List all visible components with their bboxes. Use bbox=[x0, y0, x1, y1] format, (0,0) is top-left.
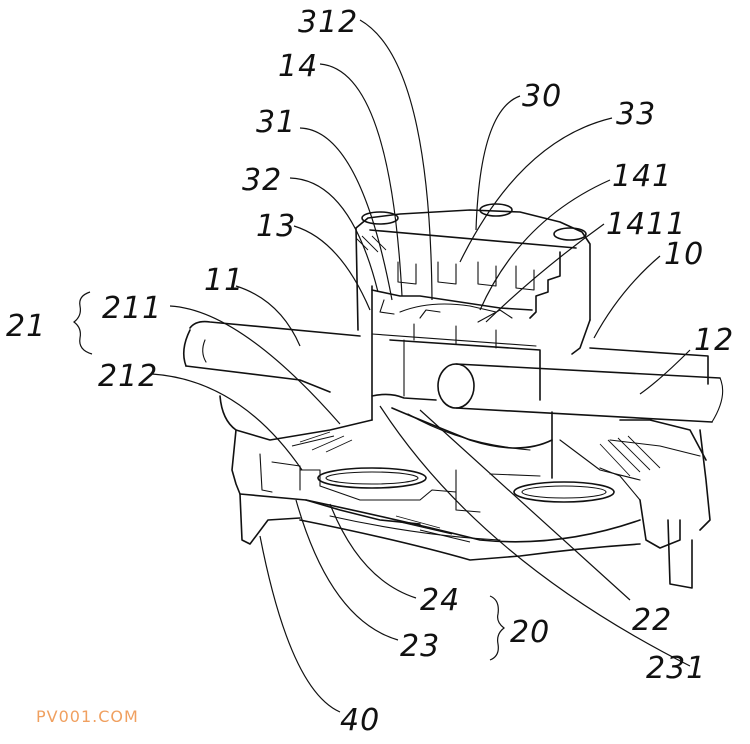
leader-212 bbox=[151, 373, 303, 471]
leader-32 bbox=[289, 177, 379, 293]
label-13: 13 bbox=[256, 209, 296, 244]
label-211: 211 bbox=[102, 291, 162, 326]
label-33: 33 bbox=[616, 97, 656, 132]
label-231: 231 bbox=[646, 651, 706, 686]
leader-13 bbox=[293, 225, 371, 311]
label-21: 21 bbox=[6, 309, 46, 344]
leader-23 bbox=[295, 499, 399, 641]
leader-24 bbox=[329, 503, 417, 599]
label-1411: 1411 bbox=[606, 207, 686, 242]
leader-33 bbox=[459, 117, 613, 263]
label-24: 24 bbox=[420, 583, 460, 618]
brace-20 bbox=[489, 595, 505, 661]
label-212: 212 bbox=[98, 359, 158, 394]
label-14: 14 bbox=[278, 49, 318, 84]
leader-14 bbox=[319, 63, 403, 297]
grouping-braces bbox=[73, 291, 505, 661]
watermark: PV001.COM bbox=[36, 707, 139, 726]
label-11: 11 bbox=[204, 263, 244, 298]
label-12: 12 bbox=[694, 323, 734, 358]
leader-12 bbox=[639, 349, 691, 395]
label-32: 32 bbox=[242, 163, 282, 198]
leader-31 bbox=[299, 127, 393, 301]
label-30: 30 bbox=[522, 79, 562, 114]
device-body bbox=[182, 203, 724, 589]
label-141: 141 bbox=[612, 159, 672, 194]
brace-21 bbox=[73, 291, 93, 355]
reference-labels: 312 14 31 30 33 32 141 13 1411 11 10 21 … bbox=[6, 5, 734, 738]
leader-22 bbox=[419, 409, 631, 601]
label-20: 20 bbox=[510, 615, 550, 650]
leader-141 bbox=[479, 179, 611, 311]
label-10: 10 bbox=[664, 237, 704, 272]
label-40: 40 bbox=[340, 703, 380, 738]
leader-30 bbox=[475, 95, 521, 231]
leader-11 bbox=[235, 285, 301, 347]
leader-231 bbox=[379, 405, 691, 667]
section-hatching bbox=[291, 235, 661, 543]
label-22: 22 bbox=[632, 603, 672, 638]
leader-lines bbox=[151, 19, 691, 713]
label-312: 312 bbox=[298, 5, 358, 40]
label-31: 31 bbox=[256, 105, 296, 140]
label-23: 23 bbox=[400, 629, 440, 664]
leader-211 bbox=[169, 305, 341, 425]
leader-312 bbox=[359, 19, 433, 301]
leader-10 bbox=[593, 255, 661, 339]
leader-40 bbox=[259, 535, 341, 713]
leader-1411 bbox=[485, 223, 605, 323]
